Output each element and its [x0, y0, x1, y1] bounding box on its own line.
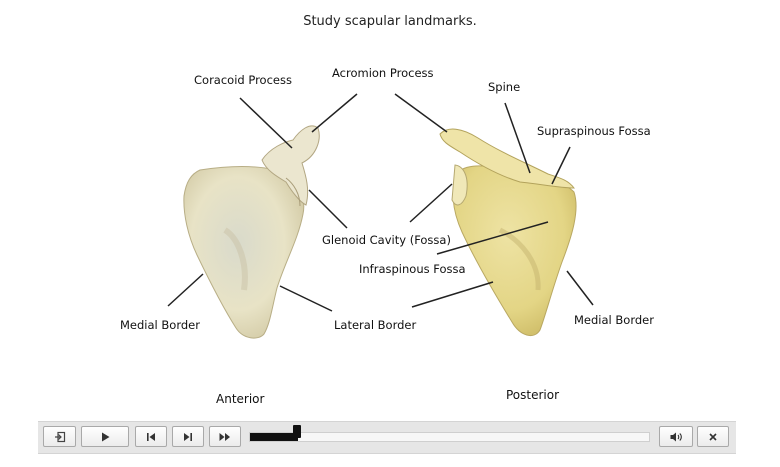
label-medial-border-anterior: Medial Border: [120, 318, 200, 332]
label-medial-border-posterior: Medial Border: [574, 313, 654, 327]
label-infraspinous-fossa: Infraspinous Fossa: [359, 262, 466, 276]
fast-forward-button[interactable]: [209, 426, 241, 447]
fast-forward-icon: [219, 432, 230, 441]
step-forward-button[interactable]: [172, 426, 204, 447]
view-label-anterior: Anterior: [216, 392, 265, 406]
play-button[interactable]: [81, 426, 129, 447]
skip-back-icon: [147, 432, 155, 441]
play-icon: [102, 432, 110, 441]
label-acromion-process: Acromion Process: [332, 66, 434, 80]
label-coracoid-process: Coracoid Process: [194, 73, 292, 87]
progress-fill: [250, 433, 298, 441]
progress-handle[interactable]: [293, 425, 302, 438]
label-lateral-border: Lateral Border: [334, 318, 417, 332]
player-control-bar: [38, 421, 736, 454]
anterior-scapula: [183, 125, 320, 339]
view-label-posterior: Posterior: [506, 388, 560, 402]
exit-icon: [54, 431, 65, 442]
leader-lines: [167, 93, 594, 312]
volume-button[interactable]: [659, 426, 693, 447]
label-supraspinous-fossa: Supraspinous Fossa: [537, 124, 651, 138]
skip-back-button[interactable]: [135, 426, 167, 447]
exit-button[interactable]: [43, 426, 76, 447]
instruction-text: Study scapular landmarks.: [303, 14, 477, 29]
posterior-scapula: [439, 128, 577, 337]
close-button[interactable]: [697, 426, 729, 447]
step-forward-icon: [184, 432, 192, 441]
volume-icon: [670, 432, 682, 441]
progress-track[interactable]: [249, 432, 650, 442]
label-glenoid-cavity: Glenoid Cavity (Fossa): [322, 233, 451, 247]
close-icon: [709, 432, 717, 441]
scapula-figure: [167, 93, 594, 339]
label-spine: Spine: [488, 80, 521, 94]
